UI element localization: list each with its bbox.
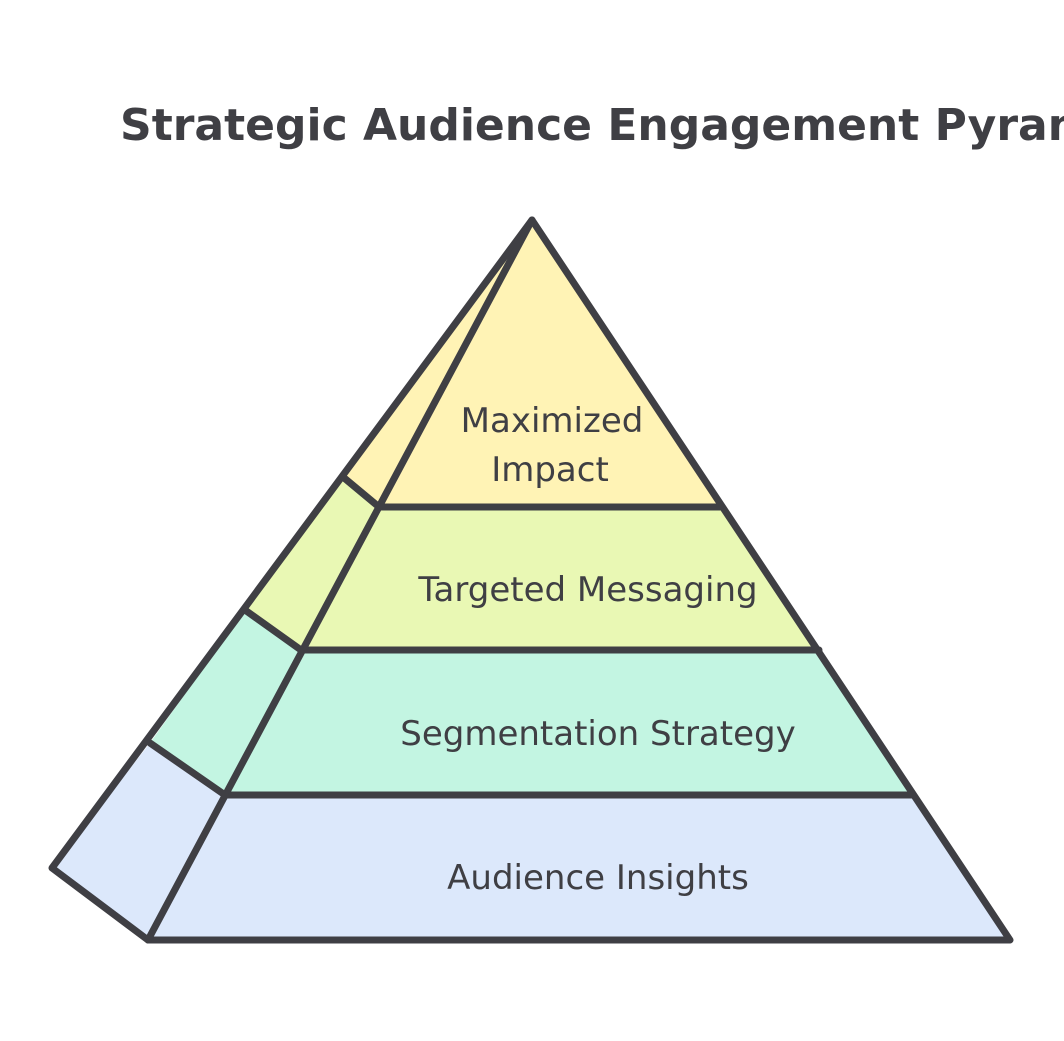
layer-bottom-front-fill bbox=[148, 795, 1010, 940]
layer-top-label-line-1: Maximized bbox=[461, 401, 644, 441]
layer-bottom-label: Audience Insights bbox=[447, 858, 749, 898]
layer-top-front-fill bbox=[379, 220, 720, 507]
side-separator-1 bbox=[339, 473, 383, 511]
side-separator-2 bbox=[241, 606, 305, 654]
layer-top-label-line-2: Impact bbox=[491, 450, 609, 490]
pyramid-ridge bbox=[144, 216, 536, 944]
diagram-title: Strategic Audience Engagement Pyramid bbox=[120, 100, 1064, 151]
layer-2-front-fill bbox=[301, 507, 819, 650]
layer-2-side-fill bbox=[245, 477, 379, 650]
layer-bottom-side-fill bbox=[52, 743, 225, 940]
layer-top-side-fill bbox=[343, 220, 532, 507]
side-separator-3 bbox=[146, 739, 229, 799]
layer-3-front-fill bbox=[225, 650, 912, 795]
layer-3-label: Segmentation Strategy bbox=[400, 714, 795, 754]
layer-3-side-fill bbox=[150, 610, 301, 795]
layer-2-label: Targeted Messaging bbox=[417, 570, 757, 610]
